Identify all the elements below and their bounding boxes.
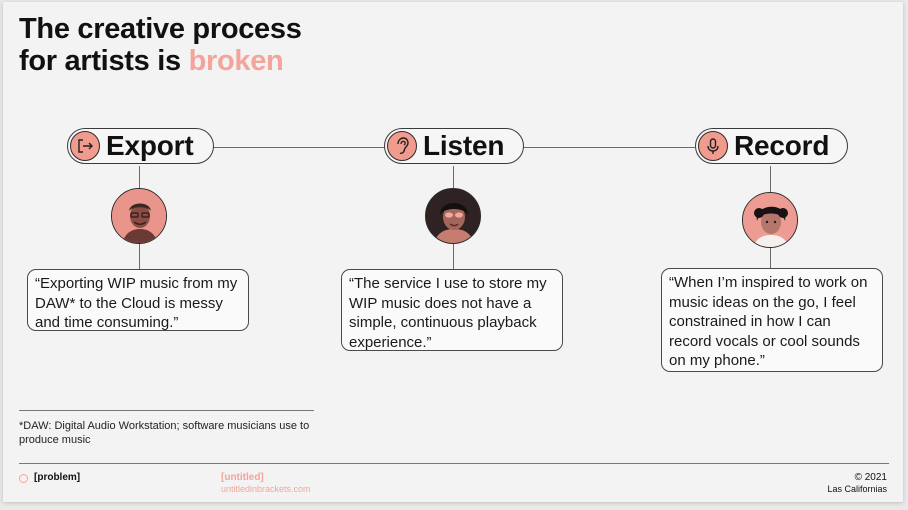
microphone-icon (698, 131, 728, 161)
footer-url-link[interactable]: untitledinbrackets.com (221, 484, 311, 494)
footnote-divider (19, 410, 314, 411)
connector-export-listen (213, 147, 385, 148)
ear-icon (387, 131, 417, 161)
footer-brand: [untitled] (221, 472, 264, 483)
avatar-export-artist (111, 188, 167, 244)
quote-listen: “The service I use to store my WIP music… (341, 269, 563, 351)
step-label-listen: Listen (423, 130, 505, 161)
footer-copyright: © 2021 (854, 472, 887, 483)
avatar-record-artist (742, 192, 798, 248)
title-accent-word: broken (188, 45, 284, 77)
step-pill-listen: Listen (384, 128, 524, 164)
quote-export: “Exporting WIP music from my DAW* to the… (27, 269, 249, 331)
footer-divider (19, 463, 889, 464)
footnote-daw: *DAW: Digital Audio Workstation; softwar… (19, 420, 310, 446)
step-label-export: Export (106, 130, 194, 161)
connector-listen-record (523, 147, 695, 148)
title-line-2-prefix: for artists is (19, 45, 189, 77)
footer-location: Las Californias (827, 484, 887, 494)
slide: The creative process for artists is brok… (3, 2, 903, 502)
slide-title: The creative process for artists is brok… (19, 13, 302, 77)
step-pill-export: Export (67, 128, 214, 164)
step-pill-record: Record (695, 128, 848, 164)
footer-section-label: [problem] (34, 472, 81, 483)
step-label-record: Record (734, 130, 830, 161)
section-dot-icon (19, 474, 28, 483)
title-line-1: The creative process (19, 13, 302, 45)
avatar-listen-artist (425, 188, 481, 244)
quote-record: “When I’m inspired to work on music idea… (661, 268, 883, 372)
export-icon (70, 131, 100, 161)
